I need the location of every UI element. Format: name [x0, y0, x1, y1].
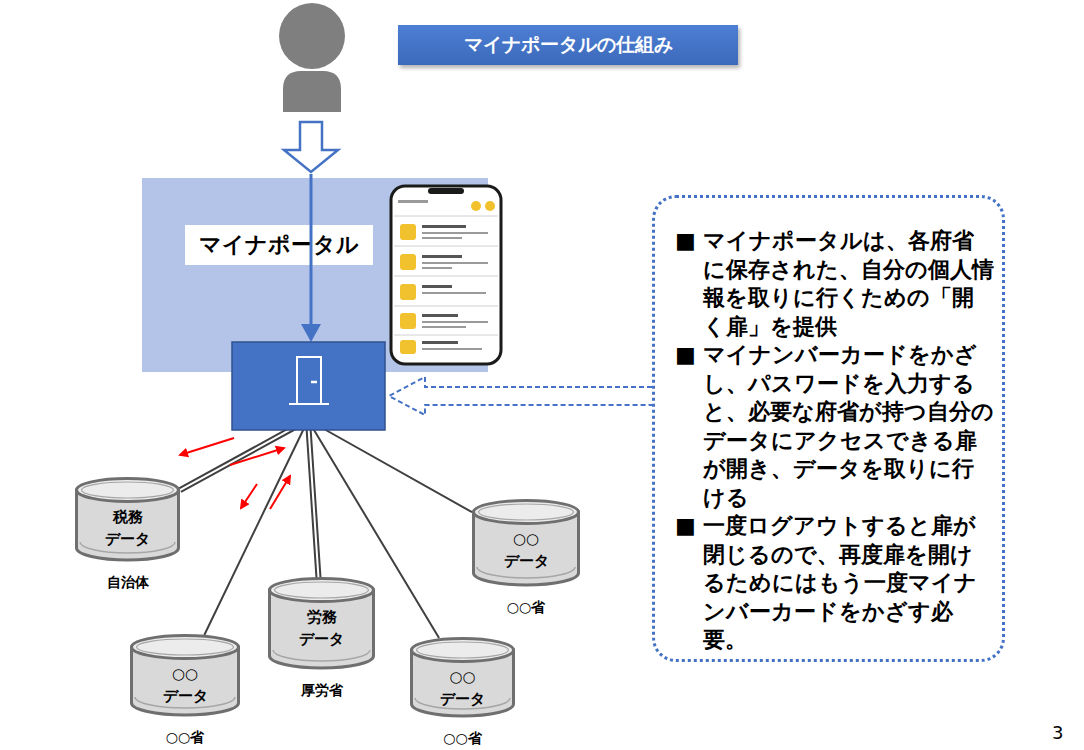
connector-group	[308, 372, 472, 512]
connector-line	[180, 372, 308, 490]
connector-inner	[308, 372, 319, 578]
connector-group	[180, 372, 308, 490]
door-knob	[311, 381, 317, 384]
cylinder-top	[77, 479, 179, 502]
connector-line	[308, 372, 319, 578]
owner-label: ○○省	[507, 599, 545, 617]
hollow-arrow	[284, 122, 338, 172]
dashed-pointer-arrow	[389, 377, 652, 415]
flow-arrow	[241, 484, 257, 508]
page-number: 3	[1052, 722, 1082, 743]
cylinder-top	[132, 636, 239, 659]
bullet-text: ■ 一度ログアウトすると扉が閉じるので、再度扉を開けるためにはもう一度マイナンバ…	[675, 512, 994, 655]
callout-box: ■ マイナポータルは、各府省に保存された、自分の個人情報を取りに行くための「開く…	[652, 195, 1005, 662]
data-label: 労務 データ	[291, 606, 353, 650]
owner-label: 自治体	[107, 574, 149, 592]
bullet-text: ■ マイナンバーカードをかざし、パスワードを入力すると、必要な府省が持つ自分のデ…	[675, 341, 994, 512]
connector-line	[204, 372, 308, 635]
cylinder-top	[412, 639, 514, 662]
cylinder-rim	[479, 504, 574, 520]
title-banner: マイナポータルの仕組み	[398, 25, 738, 65]
bullet-text: ■ マイナポータルは、各府省に保存された、自分の個人情報を取りに行くための「開く…	[675, 227, 994, 341]
database-cylinder: ○○ データ○○省	[410, 638, 515, 716]
cylinder-top	[474, 501, 579, 524]
flow-arrow	[180, 438, 234, 455]
portal-band: マイナポータル	[142, 178, 488, 372]
data-label: ○○ データ	[432, 666, 494, 710]
cylinder-top	[270, 579, 374, 602]
connector-group	[204, 372, 308, 635]
cylinder-rim	[275, 582, 369, 598]
owner-label: ○○省	[443, 730, 481, 748]
owner-label: 厚労省	[301, 682, 343, 700]
database-cylinder: 税務 データ自治体	[75, 478, 180, 560]
portal-label: マイナポータル	[185, 225, 373, 265]
cylinder-rim	[82, 482, 174, 498]
connector-line	[308, 372, 472, 512]
cylinder-rim	[137, 639, 234, 655]
database-cylinder: ○○ データ○○省	[130, 635, 240, 715]
owner-label: ○○省	[166, 729, 204, 747]
database-cylinder: 労務 データ厚労省	[268, 578, 375, 668]
cylinder-band	[273, 650, 370, 661]
connector-group	[308, 372, 319, 578]
cylinder-rim	[417, 642, 509, 658]
database-cylinder: ○○ データ○○省	[472, 500, 580, 585]
data-label: 税務 データ	[97, 506, 159, 550]
data-label: ○○ データ	[154, 663, 216, 707]
data-label: ○○ データ	[495, 528, 557, 572]
connector-line	[308, 372, 439, 638]
connector-inner	[180, 372, 308, 490]
person-head	[279, 3, 345, 69]
person-body	[283, 71, 341, 112]
connector-group	[308, 372, 439, 638]
